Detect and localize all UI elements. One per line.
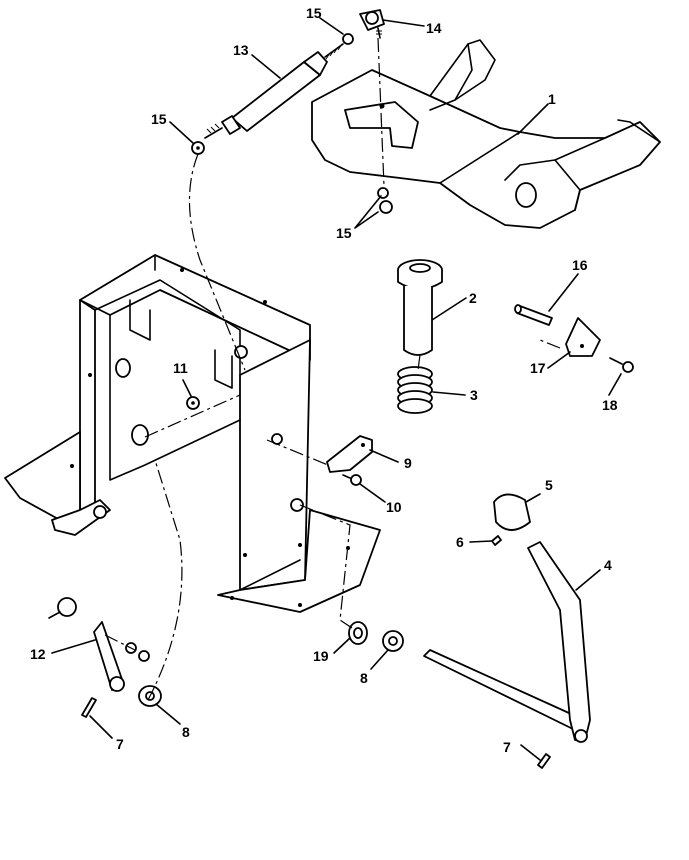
callout-15-bottom: 15 [336,225,352,241]
callout-19: 19 [313,648,329,664]
callout-5: 5 [545,477,553,493]
part-11-nut [186,396,200,410]
part-9-bracket [326,435,373,473]
callout-10: 10 [386,499,402,515]
callout-9: 9 [404,455,412,471]
callout-12: 12 [30,646,46,662]
part-8-washer-right [382,630,404,652]
part-4-pedal-arm [423,541,591,743]
part-6-pin [491,535,502,546]
callout-7-right: 7 [503,739,511,755]
part-7-pin-right [537,753,551,769]
part-12-lever [48,597,150,692]
part-18-screw [609,357,634,373]
callout-8-right: 8 [360,670,368,686]
callout-14: 14 [426,20,442,36]
part-13-gas-spring [204,43,344,139]
part-5-pedal-pad [493,493,531,531]
callout-2: 2 [469,290,477,306]
callout-6: 6 [456,534,464,550]
leader-lines [51,17,622,761]
assembly-centerlines [104,37,561,701]
callout-1: 1 [548,91,556,107]
callout-16: 16 [572,257,588,273]
callout-15-top: 15 [306,5,322,21]
callout-4: 4 [604,557,612,573]
part-1-footrest-bracket [311,39,661,229]
part-7-pin-left [81,697,97,718]
callout-17: 17 [530,360,546,376]
callout-3: 3 [470,387,478,403]
part-3-spring [397,366,433,414]
callout-7-left: 7 [116,736,124,752]
part-19-spacer [348,621,368,645]
part-10-bolt [342,474,362,486]
part-16-pin [514,304,553,326]
callout-13: 13 [233,42,249,58]
part-17-bracket [565,317,601,357]
callout-11: 11 [173,360,188,376]
main-frame [4,254,381,613]
callout-8-left: 8 [182,724,190,740]
part-14-ball-joint [359,9,385,39]
callout-15-left: 15 [151,111,167,127]
part-2-bushing [397,259,443,356]
callout-18: 18 [602,397,618,413]
callout-labels: 1 2 3 4 5 6 7 7 8 8 9 10 11 12 13 14 15 … [30,5,618,755]
